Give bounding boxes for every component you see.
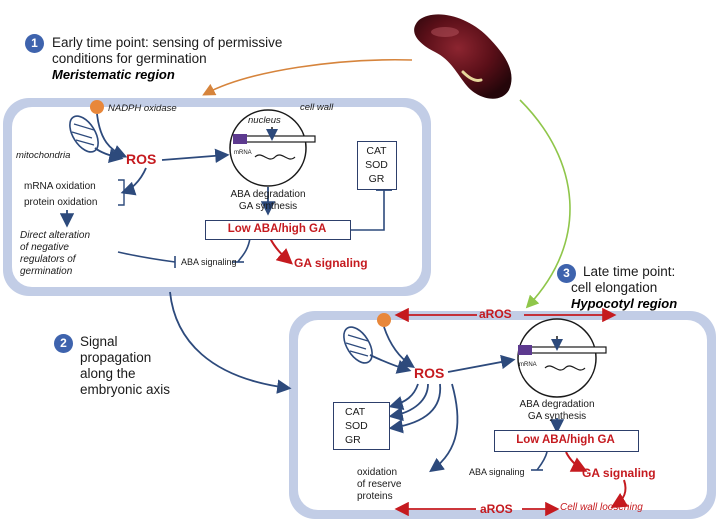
ros-label-2: ROS <box>414 365 445 381</box>
ga-signaling-label-2: GA signaling <box>582 466 656 480</box>
promoter-block-1 <box>233 134 247 144</box>
aba-signaling-label-2: ABA signaling <box>469 467 525 477</box>
nucleus-circle-1 <box>229 109 307 187</box>
step-3-badge: 3 <box>557 264 576 283</box>
direct-alteration-line3: regulators of <box>20 254 76 265</box>
nadph-oxidase-label: NADPH oxidase <box>108 103 177 114</box>
nadph-oxidase-dot-2 <box>377 313 391 327</box>
oxidation-line1: oxidation <box>357 467 398 478</box>
bean-seed-image <box>414 14 512 99</box>
ga-synthesis-label-1: GA synthesis <box>238 201 298 212</box>
step-2-line2: propagation <box>80 350 152 365</box>
arrow-seed-to-hypocotyl <box>519 99 571 309</box>
direct-alteration-line1: Direct alteration <box>20 230 91 241</box>
gr-label-1: GR <box>368 173 385 185</box>
step-2-line3: along the <box>80 366 136 381</box>
nucleus-circle-2 <box>517 318 597 398</box>
oxidation-line3: proteins <box>357 491 393 502</box>
aba-degradation-label-2: ABA degradation <box>519 399 595 410</box>
gr-label-2: GR <box>345 434 361 446</box>
aba-degradation-label-1: ABA degradation <box>230 189 306 200</box>
step-3-line1: Late time point: <box>583 264 676 279</box>
nucleus-label-1: nucleus <box>248 115 281 126</box>
mitochondria-icon-1 <box>69 115 99 153</box>
promoter-block-2 <box>518 345 532 355</box>
low-aba-high-ga-label-2: Low ABA/high GA <box>516 434 615 446</box>
step-3-region: Hypocotyl region <box>571 296 678 311</box>
ros-label-1: ROS <box>126 151 157 167</box>
arrow-signal-propagation <box>169 291 292 394</box>
step-2-badge: 2 <box>54 334 73 353</box>
ga-signaling-label-1: GA signaling <box>294 256 368 270</box>
mitochondria-icon-2 <box>343 326 373 364</box>
aros-top-label: aROS <box>479 307 512 321</box>
gene-bar-2 <box>519 346 607 354</box>
cat-label-2: CAT <box>345 406 366 418</box>
mrna-oxidation-label: mRNA oxidation <box>24 181 96 192</box>
mitochondria-label: mitochondria <box>16 150 71 161</box>
oxidation-line2: of reserve <box>357 479 402 490</box>
antioxidant-box-1: CAT SOD GR <box>357 141 397 190</box>
step-1-line2: conditions for germination <box>52 51 207 66</box>
step-1-badge: 1 <box>25 34 44 53</box>
low-aba-high-ga-box-2: Low ABA/high GA <box>494 430 639 452</box>
step-2-line1: Signal <box>80 334 118 349</box>
sod-label-1: SOD <box>365 159 388 171</box>
antioxidant-box-2: CAT SOD GR <box>333 402 390 450</box>
aros-bottom-label: aROS <box>480 502 513 516</box>
mrna-label-2: mRNA <box>519 362 537 368</box>
direct-alteration-line4: germination <box>20 266 73 277</box>
cat-label-1: CAT <box>366 145 387 157</box>
arrow-seed-to-meristem <box>202 58 413 96</box>
nadph-oxidase-dot <box>90 100 104 114</box>
aba-signaling-label-1: ABA signaling <box>181 257 237 267</box>
direct-alteration-line2: of negative <box>20 242 69 253</box>
step-1-line1: Early time point: sensing of permissive <box>52 35 283 50</box>
cell-wall-loosening-label: Cell wall loosening <box>560 502 643 513</box>
sod-label-2: SOD <box>345 420 368 432</box>
protein-oxidation-label: protein oxidation <box>24 197 98 208</box>
step-2-line4: embryonic axis <box>80 382 171 397</box>
low-aba-high-ga-box-1: Low ABA/high GA <box>205 220 351 240</box>
step-1-region: Meristematic region <box>52 67 175 82</box>
mrna-label-1: mRNA <box>234 150 252 156</box>
step-3-line2: cell elongation <box>571 280 658 295</box>
low-aba-high-ga-label-1: Low ABA/high GA <box>227 223 327 235</box>
ga-synthesis-label-2: GA synthesis <box>527 411 587 422</box>
cell-wall-label: cell wall <box>300 102 334 113</box>
